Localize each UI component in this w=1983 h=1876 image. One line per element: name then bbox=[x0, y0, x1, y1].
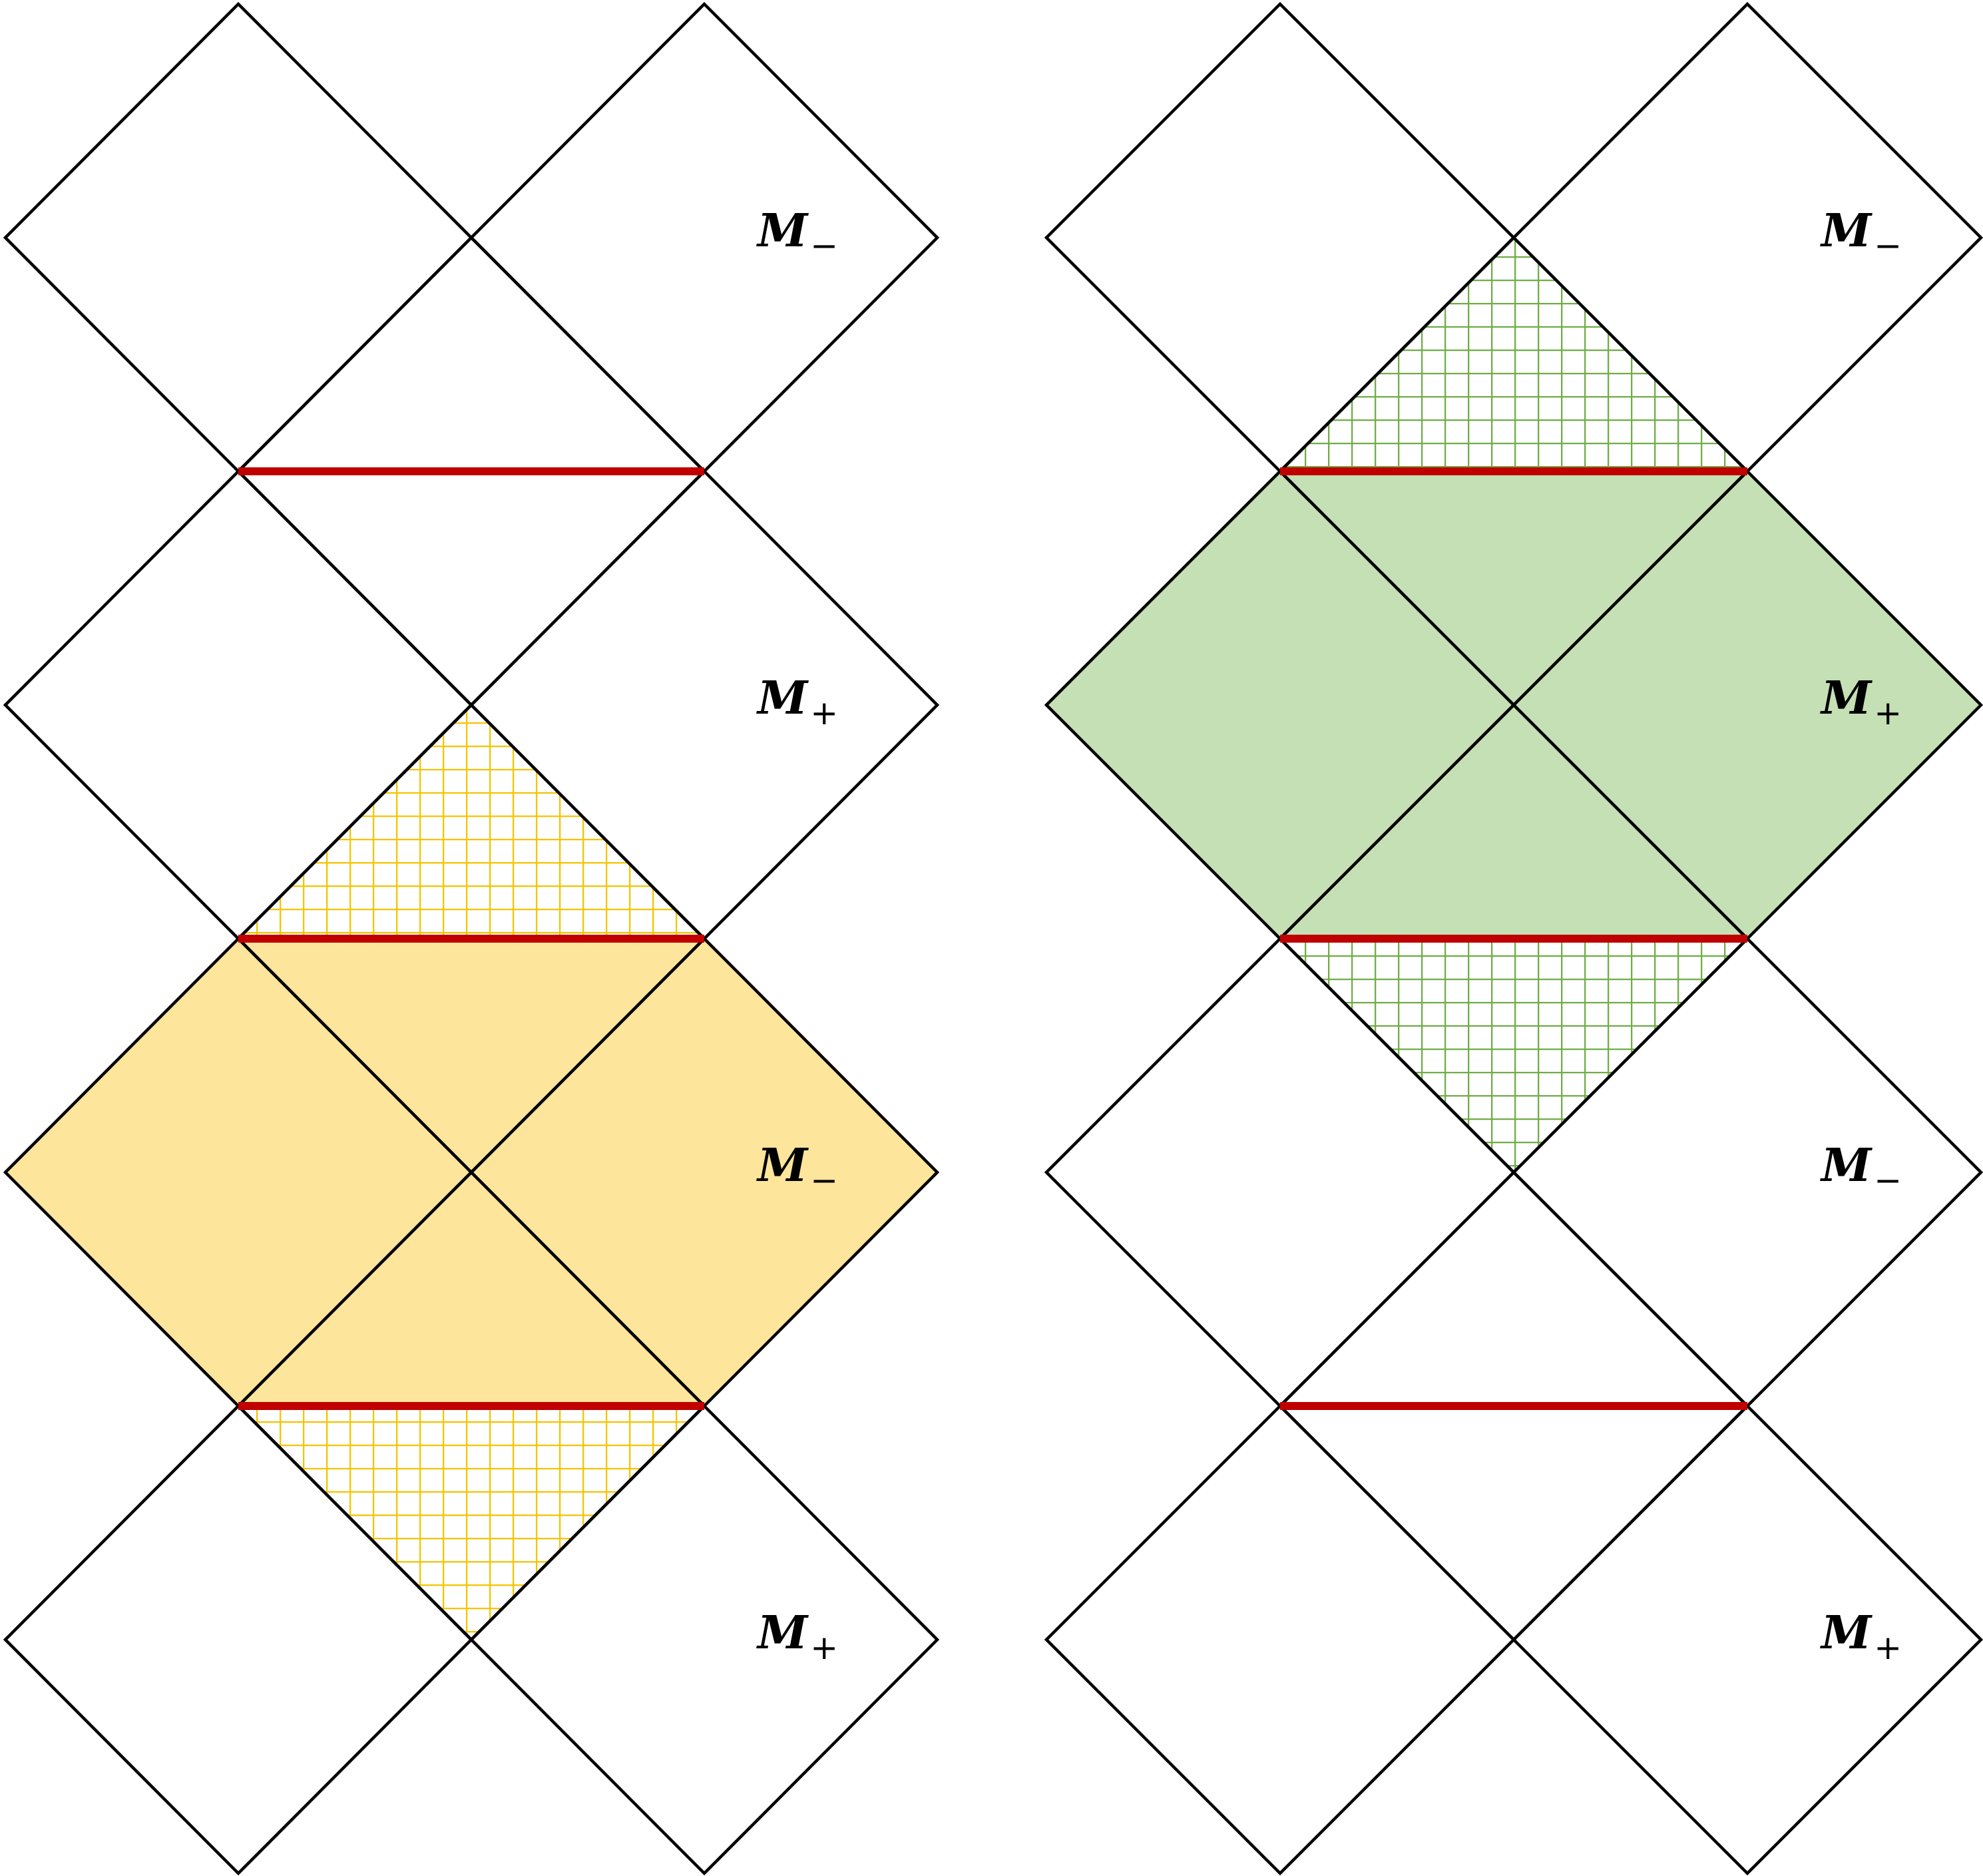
left-label-row-1: M+ bbox=[756, 672, 838, 732]
right-label-row-2-sub: − bbox=[1874, 1161, 1902, 1200]
left-panel bbox=[3, 1, 940, 1876]
right-diamond-grid bbox=[1044, 1, 1983, 1876]
right-boundary-lines bbox=[1280, 467, 1747, 1410]
left-diamond-r0-left bbox=[3, 1, 474, 474]
left-label-row-2-sub: − bbox=[810, 1161, 838, 1200]
right-label-row-1-sub: + bbox=[1874, 694, 1902, 732]
left-label-row-0-sub: − bbox=[810, 226, 838, 265]
left-diamond-grid bbox=[3, 1, 940, 1876]
right-label-row-2: M− bbox=[1820, 1139, 1902, 1200]
left-label-row-3: M+ bbox=[756, 1606, 838, 1667]
right-label-row-0: M− bbox=[1820, 204, 1902, 265]
left-diamond-r0-right bbox=[469, 1, 940, 474]
left-label-row-1-sub: + bbox=[810, 694, 838, 732]
right-label-row-1: M+ bbox=[1820, 672, 1902, 732]
right-hatched-cap-bottom bbox=[1280, 939, 1747, 1172]
left-hatched-cap-bottom bbox=[238, 1406, 704, 1640]
right-diamond-r3-left bbox=[1044, 1403, 1516, 1876]
right-label-row-3: M+ bbox=[1820, 1606, 1902, 1667]
right-label-row-0-sub: − bbox=[1874, 226, 1902, 265]
right-hatched-cap-top bbox=[1280, 238, 1747, 471]
right-label-row-3-sub: + bbox=[1874, 1628, 1902, 1667]
left-boundary-lines bbox=[238, 467, 704, 1410]
right-panel-labels: M− M+ M− M+ bbox=[1820, 204, 1902, 1667]
left-hatched-cap-top bbox=[238, 705, 704, 939]
right-panel bbox=[1044, 1, 1983, 1876]
right-diamond-r3-right bbox=[1511, 1403, 1983, 1876]
left-label-row-0: M− bbox=[756, 204, 838, 265]
left-label-row-3-sub: + bbox=[810, 1628, 838, 1667]
left-label-row-2: M− bbox=[756, 1139, 838, 1200]
left-panel-labels: M− M+ M− M+ bbox=[756, 204, 838, 1667]
